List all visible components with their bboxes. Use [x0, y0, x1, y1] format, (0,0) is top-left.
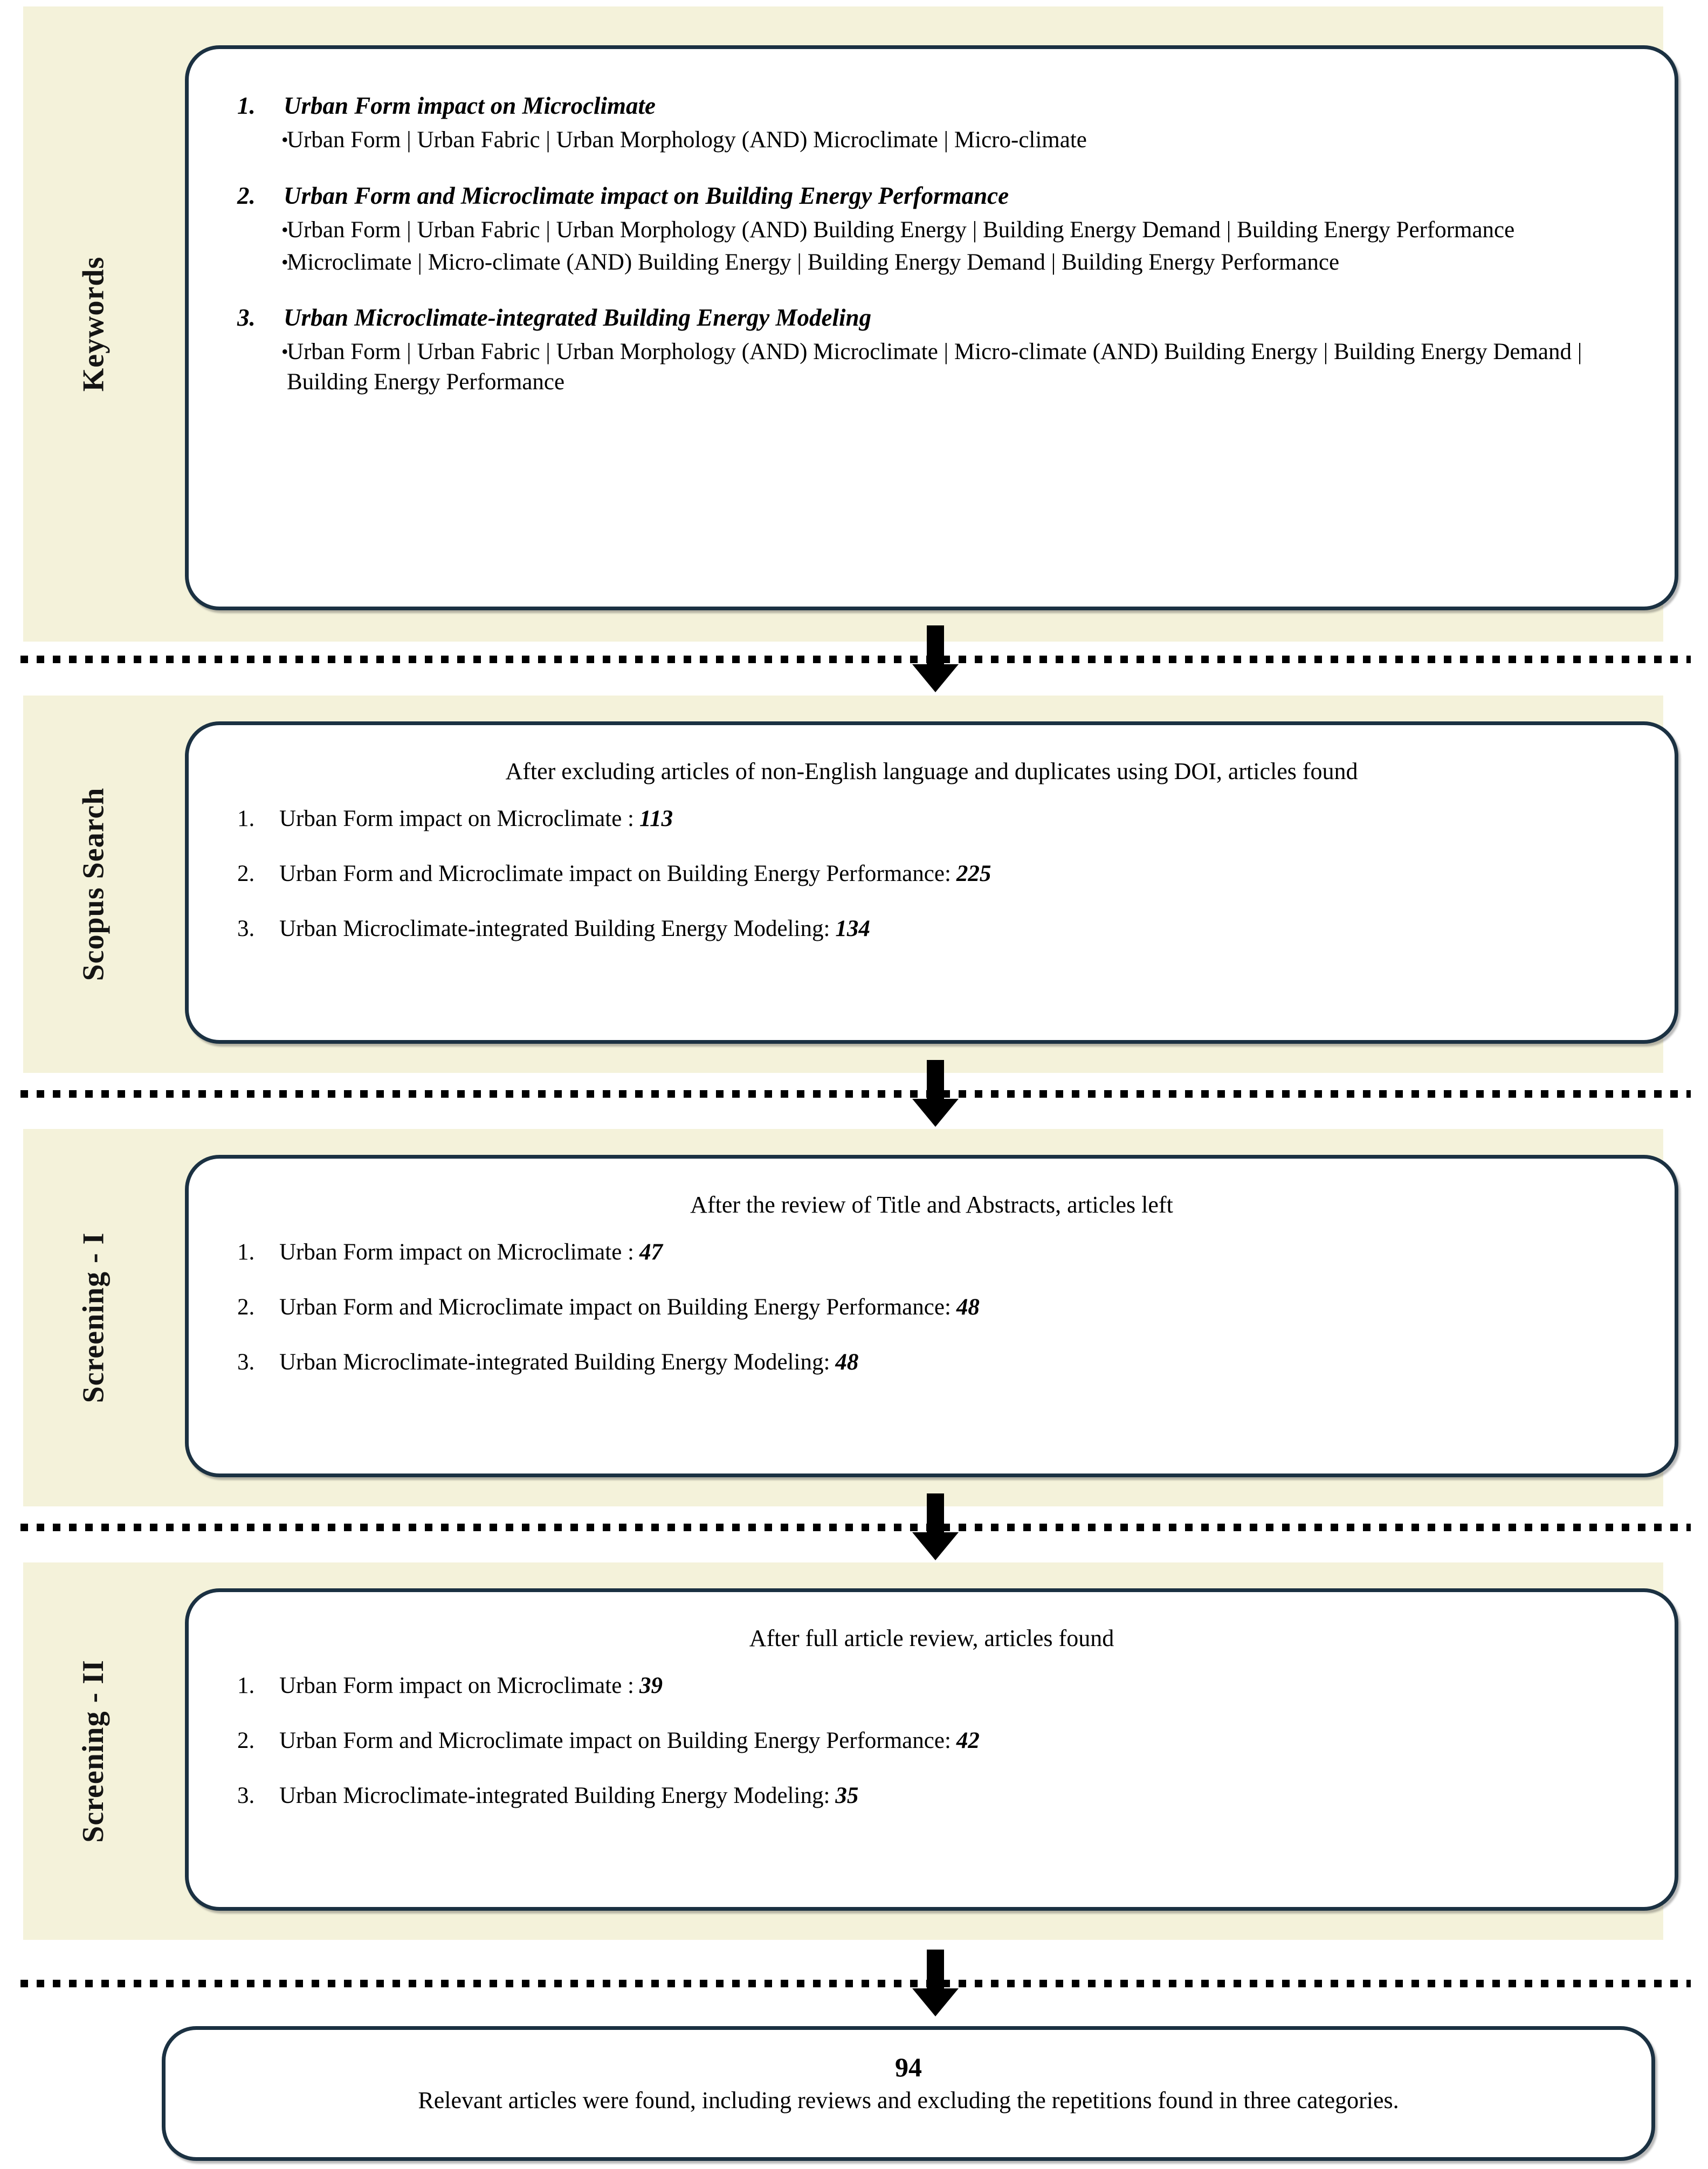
- result-value: 39: [639, 1673, 663, 1698]
- keyword-group-title: Urban Form impact on Microclimate: [284, 92, 656, 119]
- keyword-group-number: 2.: [237, 182, 256, 209]
- result-value: 48: [835, 1349, 859, 1375]
- stage-label-scopus-search: Scopus Search: [23, 696, 163, 1073]
- result-number: 3.: [237, 915, 255, 941]
- result-label: Urban Form and Microclimate impact on Bu…: [279, 860, 951, 886]
- result-label: Urban Form impact on Microclimate :: [279, 1673, 634, 1698]
- result-row: 3. Urban Microclimate-integrated Buildin…: [237, 1348, 1626, 1377]
- stage-label-screening-1: Screening - I: [23, 1129, 163, 1506]
- scopus-search-card: After excluding articles of non-English …: [185, 721, 1678, 1044]
- separator-dotted-4: [20, 1980, 1691, 1987]
- down-arrow-icon-2: [912, 1060, 959, 1127]
- keyword-bullet: • Urban Form | Urban Fabric | Urban Morp…: [237, 215, 1626, 245]
- screening-1-card: After the review of Title and Abstracts,…: [185, 1155, 1678, 1477]
- result-number: 1.: [237, 1673, 255, 1698]
- result-number: 2.: [237, 860, 255, 886]
- keyword-bullet: • Microclimate | Micro-climate (AND) Bui…: [237, 247, 1626, 278]
- stage-keywords: Keywords 1. Urban Form impact on Microcl…: [23, 6, 1678, 642]
- result-value: 42: [956, 1727, 980, 1753]
- screening-1-title: After the review of Title and Abstracts,…: [690, 1192, 1173, 1218]
- keyword-bullet-text: Urban Form | Urban Fabric | Urban Morpho…: [287, 339, 1582, 395]
- keyword-group-title: Urban Form and Microclimate impact on Bu…: [284, 182, 1009, 209]
- separator-dotted-1: [20, 656, 1691, 663]
- result-value: 47: [639, 1240, 663, 1265]
- keyword-group-number: 3.: [237, 304, 256, 332]
- result-row: 3. Urban Microclimate-integrated Buildin…: [237, 1781, 1626, 1810]
- result-label: Urban Microclimate-integrated Building E…: [279, 915, 830, 941]
- result-number: 1.: [237, 1240, 255, 1265]
- stage-label-keywords: Keywords: [23, 6, 163, 642]
- keyword-group-heading: 1. Urban Form impact on Microclimate: [237, 91, 1626, 121]
- bullet-icon: •: [281, 128, 288, 150]
- screening-2-title: After full article review, articles foun…: [749, 1625, 1114, 1651]
- result-value: 134: [835, 915, 870, 941]
- final-count: 94: [895, 2052, 922, 2082]
- result-value: 48: [956, 1294, 980, 1320]
- result-label: Urban Form and Microclimate impact on Bu…: [279, 1294, 951, 1320]
- result-row: 1. Urban Form impact on Microclimate : 3…: [237, 1671, 1626, 1700]
- result-label: Urban Microclimate-integrated Building E…: [279, 1349, 830, 1375]
- stage-label-text: Keywords: [77, 256, 110, 392]
- keyword-group-heading: 3. Urban Microclimate-integrated Buildin…: [237, 303, 1626, 333]
- result-label: Urban Microclimate-integrated Building E…: [279, 1782, 830, 1808]
- separator-dotted-3: [20, 1524, 1691, 1531]
- result-number: 3.: [237, 1782, 255, 1808]
- result-label: Urban Form impact on Microclimate :: [279, 1240, 634, 1265]
- result-row: 2. Urban Form and Microclimate impact on…: [237, 1293, 1626, 1322]
- screening-2-card: After full article review, articles foun…: [185, 1588, 1678, 1911]
- bullet-icon: •: [281, 251, 288, 273]
- keyword-group-1: 1. Urban Form impact on Microclimate • U…: [237, 91, 1626, 155]
- result-row: 1. Urban Form impact on Microclimate : 4…: [237, 1238, 1626, 1267]
- final-description: Relevant articles were found, including …: [418, 2087, 1399, 2113]
- down-arrow-icon-3: [912, 1493, 959, 1560]
- result-number: 2.: [237, 1727, 255, 1753]
- result-value: 35: [835, 1782, 859, 1808]
- stage-scopus-search: Scopus Search After excluding articles o…: [23, 696, 1678, 1073]
- result-row: 1. Urban Form impact on Microclimate : 1…: [237, 804, 1626, 834]
- keyword-group-number: 1.: [237, 92, 256, 119]
- stage-label-screening-2: Screening - II: [23, 1562, 163, 1940]
- result-value: 225: [956, 860, 991, 886]
- keyword-bullet-text: Microclimate | Micro-climate (AND) Build…: [287, 249, 1340, 275]
- result-number: 2.: [237, 1294, 255, 1320]
- result-value: 113: [639, 806, 673, 831]
- result-number: 3.: [237, 1349, 255, 1375]
- keyword-bullet: • Urban Form | Urban Fabric | Urban Morp…: [237, 125, 1626, 155]
- bullet-icon: •: [281, 218, 288, 240]
- keyword-group-3: 3. Urban Microclimate-integrated Buildin…: [237, 303, 1626, 397]
- keyword-bullet-text: Urban Form | Urban Fabric | Urban Morpho…: [287, 217, 1515, 243]
- stage-screening-1: Screening - I After the review of Title …: [23, 1129, 1678, 1506]
- result-row: 2. Urban Form and Microclimate impact on…: [237, 1726, 1626, 1755]
- result-label: Urban Form and Microclimate impact on Bu…: [279, 1727, 951, 1753]
- stage-screening-2: Screening - II After full article review…: [23, 1562, 1678, 1940]
- stage-label-text: Screening - II: [77, 1660, 111, 1843]
- scopus-search-list: 1. Urban Form impact on Microclimate : 1…: [237, 804, 1626, 943]
- stage-label-text: Scopus Search: [77, 787, 110, 981]
- result-number: 1.: [237, 806, 255, 831]
- result-row: 2. Urban Form and Microclimate impact on…: [237, 859, 1626, 889]
- screening-1-list: 1. Urban Form impact on Microclimate : 4…: [237, 1238, 1626, 1376]
- keywords-card: 1. Urban Form impact on Microclimate • U…: [185, 45, 1678, 610]
- result-row: 3. Urban Microclimate-integrated Buildin…: [237, 914, 1626, 944]
- bullet-icon: •: [281, 341, 288, 363]
- keyword-group-heading: 2. Urban Form and Microclimate impact on…: [237, 181, 1626, 211]
- stage-label-text: Screening - I: [77, 1232, 110, 1403]
- keyword-group-2: 2. Urban Form and Microclimate impact on…: [237, 181, 1626, 278]
- keyword-bullet: • Urban Form | Urban Fabric | Urban Morp…: [237, 337, 1626, 397]
- keyword-bullet-text: Urban Form | Urban Fabric | Urban Morpho…: [287, 127, 1087, 153]
- final-result-card: 94 Relevant articles were found, includi…: [162, 2026, 1655, 2161]
- screening-2-list: 1. Urban Form impact on Microclimate : 3…: [237, 1671, 1626, 1810]
- down-arrow-icon-4: [912, 1950, 959, 2016]
- down-arrow-icon-1: [912, 625, 959, 692]
- result-label: Urban Form impact on Microclimate :: [279, 806, 634, 831]
- scopus-search-title: After excluding articles of non-English …: [505, 758, 1358, 784]
- keyword-group-title: Urban Microclimate-integrated Building E…: [284, 304, 872, 332]
- separator-dotted-2: [20, 1090, 1691, 1098]
